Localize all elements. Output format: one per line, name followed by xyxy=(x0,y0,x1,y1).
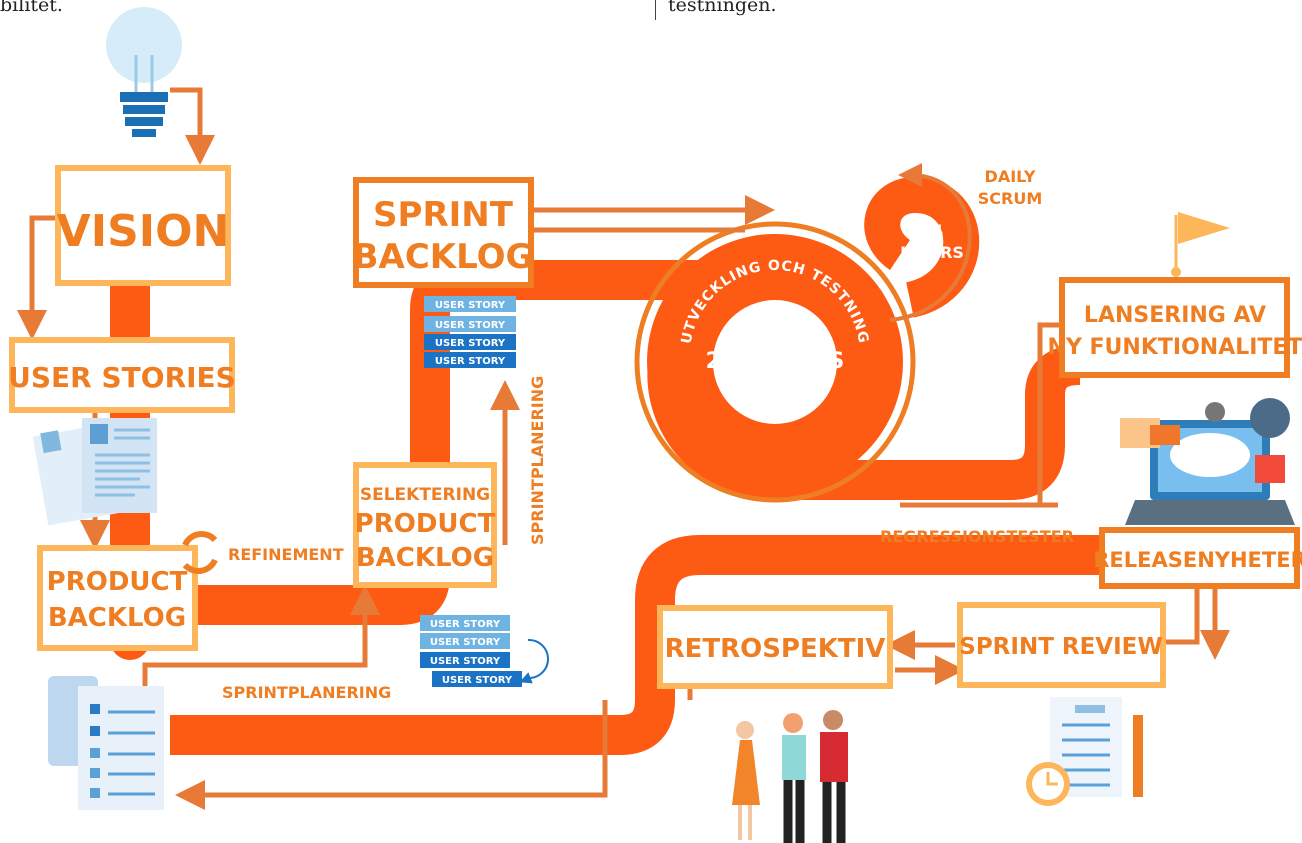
lansering-label-2: NY FUNKTIONALITET xyxy=(1048,335,1302,360)
sprint-backlog-label-1: SPRINT xyxy=(373,195,514,235)
scrum-label: SCRUM xyxy=(978,189,1043,208)
top-text-right: testningen. xyxy=(668,0,777,16)
user-stories-label: USER STORIES xyxy=(8,361,236,394)
sprint-review-label: SPRINT REVIEW xyxy=(959,634,1163,660)
story-label: USER STORY xyxy=(435,300,506,311)
column-divider xyxy=(655,0,656,20)
product-backlog-label-1: PRODUCT xyxy=(47,567,188,597)
selektering-backlog: BACKLOG xyxy=(356,543,494,573)
user-stories-box: USER STORIES xyxy=(8,337,236,413)
vision-label: VISION xyxy=(57,206,230,257)
story-label: USER STORY xyxy=(430,637,501,648)
flag-icon xyxy=(1171,212,1230,277)
releasenyheter-box: RELEASENYHETER xyxy=(1093,527,1302,589)
sprint-ring-outline xyxy=(634,221,916,503)
sprint-backlog-label-2: BACKLOG xyxy=(353,237,534,277)
clipboard-timer-icon xyxy=(1026,697,1143,806)
documents-icon xyxy=(32,418,157,526)
laptop-icon xyxy=(1120,398,1295,525)
user-story-stack-bottom: USER STORY USER STORY USER STORY USER ST… xyxy=(420,615,550,687)
product-backlog-label-2: BACKLOG xyxy=(48,603,186,633)
retrospektiv-label: RETROSPEKTIV xyxy=(665,634,886,664)
story-label: USER STORY xyxy=(430,619,501,630)
story-label: USER STORY xyxy=(435,338,506,349)
story-label: USER STORY xyxy=(430,656,501,667)
product-backlog-box: PRODUCT BACKLOG xyxy=(37,545,198,651)
vision-box: VISION xyxy=(55,165,231,286)
top-text-left: bilitet. xyxy=(0,0,63,16)
releasenyheter-label: RELEASENYHETER xyxy=(1093,548,1302,572)
story-label: USER STORY xyxy=(435,356,506,367)
lightbulb-icon xyxy=(106,7,182,137)
checklist-icon xyxy=(48,676,164,810)
story-label: USER STORY xyxy=(442,675,513,686)
center-label-1: 2 VECKORS xyxy=(706,349,845,374)
selektering-product: PRODUCT xyxy=(355,509,496,539)
sprintplanering-vertical-label: SPRINTPLANERING xyxy=(528,376,547,545)
daily-arrow xyxy=(889,163,972,322)
sprint-backlog-box: SPRINT BACKLOG xyxy=(353,177,534,288)
sprint-center xyxy=(713,300,837,424)
center-label-2: SPRINT xyxy=(730,374,821,399)
sprintplanering-label: SPRINTPLANERING xyxy=(222,683,391,702)
regressionstester-label: REGRESSIONSTESTER xyxy=(880,527,1074,546)
refinement-label: REFINEMENT xyxy=(228,545,344,564)
selektering-label: SELEKTERING xyxy=(360,485,490,505)
lansering-box: LANSERING AV NY FUNKTIONALITET xyxy=(1048,277,1302,378)
sprint-review-box: SPRINT REVIEW xyxy=(957,602,1166,688)
user-story-stack-top: USER STORY USER STORY USER STORY USER ST… xyxy=(424,296,516,368)
daily-loop xyxy=(864,176,980,318)
retrospektiv-box: RETROSPEKTIV xyxy=(657,605,893,689)
hours-label: HOURS xyxy=(900,243,964,262)
people-illustration xyxy=(732,710,848,843)
hours-number: 24 xyxy=(921,221,943,240)
daily-label: DAILY xyxy=(985,167,1036,186)
selektering-box: SELEKTERING PRODUCT BACKLOG xyxy=(353,462,497,588)
refinement-icon xyxy=(182,531,218,574)
story-label: USER STORY xyxy=(435,320,506,331)
lansering-label-1: LANSERING AV xyxy=(1084,303,1266,328)
flow-arrows xyxy=(17,87,1230,810)
